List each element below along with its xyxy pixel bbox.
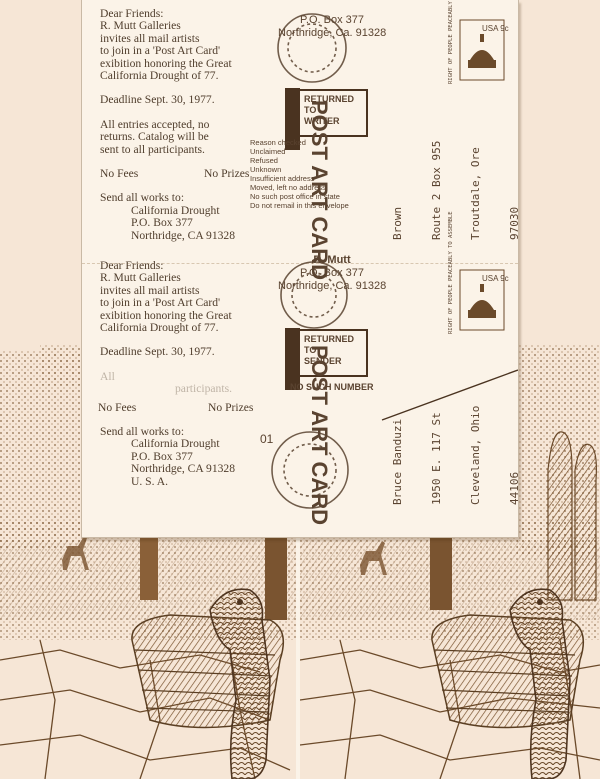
- postmark-ring: [291, 272, 337, 318]
- letter-line: exibition honoring the Great: [100, 56, 232, 70]
- addressee-line: 1950 E. 117 St: [430, 412, 443, 505]
- stamp-caption-bottom: USA 9c: [482, 274, 509, 283]
- reason-item: Unclaimed: [250, 147, 286, 156]
- returned-to-writer: RETURNED TO WRITER: [304, 94, 354, 127]
- addressee-line: 44106: [508, 471, 519, 505]
- return-reasons: Reason checked Unclaimed Refused Unknown…: [250, 138, 370, 210]
- address-line: U. S. A.: [131, 474, 169, 488]
- letter-top: Dear Friends: R. Mutt Galleries invites …: [100, 7, 285, 242]
- writer-word: WRITER: [304, 116, 340, 126]
- reason-item: Unknown: [250, 165, 282, 174]
- addressee-line: Bruce Banduzi: [391, 418, 404, 505]
- address-line: Northridge, CA 91328: [131, 228, 236, 242]
- send-to: Send all works to:: [100, 425, 185, 439]
- reason-item: No such post office in state: [250, 192, 340, 201]
- address-line: California Drought: [131, 437, 220, 451]
- greeting: Dear Friends:: [100, 7, 164, 20]
- addressee-line: Cleveland, Ohio: [469, 405, 482, 505]
- letter-bottom: Dear Friends: R. Mutt Galleries invites …: [98, 259, 285, 488]
- returned-word: RETURNED: [304, 94, 355, 104]
- address-line: Northridge, CA 91328: [131, 462, 236, 476]
- deadline: Deadline Sept. 30, 1977.: [100, 345, 215, 359]
- postmark-ring: [277, 13, 347, 83]
- greeting: Dear Friends:: [100, 259, 164, 272]
- postmarks-layer: [271, 13, 518, 509]
- no-fees: No Fees: [98, 400, 137, 414]
- letter-line: to join in a 'Post Art Card': [100, 296, 221, 310]
- postmark-ring: [283, 443, 337, 497]
- to-word: TO: [304, 105, 317, 115]
- returned-word: RETURNED: [304, 334, 355, 344]
- to-word: TO: [304, 345, 317, 355]
- post-art-card-bottom: POST ART CARD: [307, 345, 332, 526]
- letter-line: California Drought of 77.: [100, 321, 219, 335]
- return-address-bottom: R. Mutt P.O. Box 377 Northridge, Ca. 913…: [278, 254, 386, 293]
- fees-row: No Fees No Prizes: [98, 400, 285, 414]
- letter-line: California Drought of 77.: [100, 69, 219, 83]
- pointing-hand-icon: [285, 328, 300, 390]
- city-line: Northridge, Ca. 91328: [278, 280, 387, 292]
- entries-line: returns. Catalog will be: [100, 130, 209, 144]
- reason-item: Do not remail in this envelope: [250, 201, 349, 210]
- deadline: Deadline Sept. 30, 1977.: [100, 93, 215, 107]
- return-address-top: P.O. Box 377 Northridge, Ca. 91328: [278, 14, 386, 40]
- box-line: P.O. Box 377: [299, 14, 364, 26]
- entries-fragment: All: [100, 369, 115, 383]
- addressee-bottom: Bruce Banduzi 1950 E. 117 St Cleveland, …: [365, 405, 519, 505]
- address-line: P.O. Box 377: [131, 449, 193, 463]
- post-art-card-sheet: Dear Friends: R. Mutt Galleries invites …: [81, 0, 519, 538]
- address-line: P.O. Box 377: [131, 216, 193, 230]
- returned-to-sender: RETURNED TO SENDER: [304, 334, 354, 367]
- stamp-top: [459, 19, 505, 81]
- postmark-ring: [287, 23, 337, 73]
- buildings-left: [0, 345, 82, 550]
- reason-item: Refused: [250, 156, 278, 165]
- sender-word: SENDER: [304, 356, 342, 366]
- box-line: P.O. Box 377: [299, 267, 364, 279]
- entries-fragment: participants.: [175, 382, 232, 396]
- postmark-ring: [280, 261, 348, 329]
- reason-item: Insufficient address: [250, 174, 315, 183]
- letter-line: invites all mail artists: [100, 31, 200, 45]
- addressee-top: Brown Route 2 Box 955 Troutdale, Ore 970…: [365, 140, 519, 240]
- entries-line: All entries accepted, no: [100, 117, 210, 131]
- entries-line: sent to all participants.: [100, 142, 205, 156]
- stamp-arc-top: RIGHT OF PEOPLE PEACEABLY TO ASSEMBLE: [448, 0, 454, 84]
- no-prizes: No Prizes: [208, 400, 254, 414]
- name-line: R. Mutt: [313, 254, 351, 266]
- city-line: Northridge, Ca. 91328: [278, 27, 387, 39]
- pointing-hand-icon: [285, 88, 300, 150]
- no-fees: No Fees: [100, 167, 139, 181]
- addressee-line: Route 2 Box 955: [430, 140, 443, 240]
- reason-item: Reason checked: [250, 138, 306, 147]
- postmark-number: 01: [260, 432, 274, 446]
- letter-line: R. Mutt Galleries: [100, 271, 181, 285]
- postmark-ring: [271, 431, 349, 509]
- no-such-number: NO SUCH NUMBER: [290, 382, 374, 392]
- address-line: California Drought: [131, 203, 220, 217]
- letter-line: R. Mutt Galleries: [100, 19, 181, 33]
- addressee-line: 97030: [508, 206, 519, 240]
- letter-line: exibition honoring the Great: [100, 308, 232, 322]
- post-art-card-top: POST ART CARD: [307, 100, 332, 281]
- send-to: Send all works to:: [100, 191, 185, 205]
- addressee-line: Brown: [391, 206, 404, 240]
- cactus: [547, 431, 597, 601]
- stamp-bottom: [459, 269, 505, 331]
- stamp-caption-top: USA 9c: [482, 24, 509, 33]
- lizard-right: [509, 588, 571, 779]
- addressee-line: Troutdale, Ore: [469, 147, 482, 240]
- lizard-left: [209, 588, 271, 779]
- letter-line: invites all mail artists: [100, 283, 200, 297]
- reason-item: Moved, left no address: [250, 183, 326, 192]
- no-prizes: No Prizes: [204, 167, 250, 181]
- deer: [62, 536, 387, 575]
- card-divider: [82, 263, 518, 264]
- letter-line: to join in a 'Post Art Card': [100, 44, 221, 58]
- fees-row: No Fees No Prizes: [100, 167, 285, 181]
